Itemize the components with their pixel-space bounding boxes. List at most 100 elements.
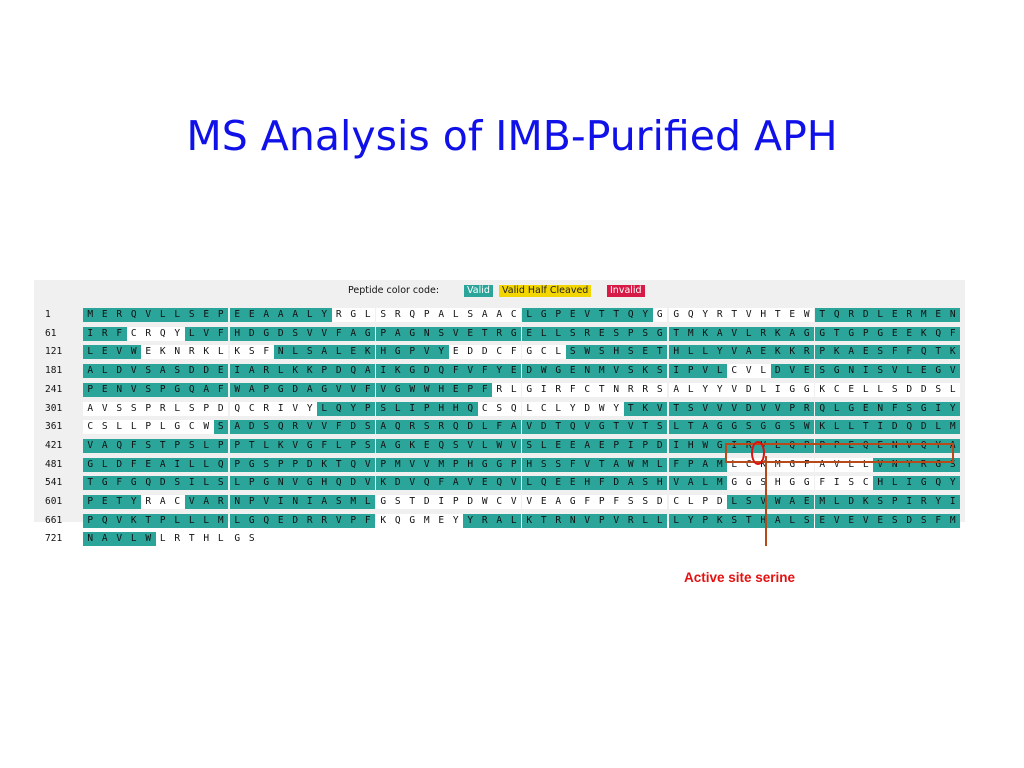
residue-cell: P xyxy=(594,495,609,509)
residue-cell: H xyxy=(756,308,771,322)
residue-cell: E xyxy=(244,308,259,322)
residue-cell: I xyxy=(302,495,317,509)
residue-cell: D xyxy=(463,345,478,360)
residue-cell: D xyxy=(522,364,537,379)
residue-cell: T xyxy=(112,495,127,509)
residue-cell: K xyxy=(945,345,960,360)
residue-cell: F xyxy=(565,382,580,397)
residue-cell: R xyxy=(799,401,814,416)
residue-position-number: 301 xyxy=(45,402,63,414)
residue-cell: V xyxy=(463,476,478,491)
residue-cell: L xyxy=(873,308,888,322)
residue-cell: P xyxy=(155,513,170,528)
residue-cell: L xyxy=(551,326,566,341)
residue-cell: A xyxy=(244,382,259,397)
residue-cell: I xyxy=(945,495,960,509)
residue-cell: V xyxy=(259,495,274,509)
residue-cell: P xyxy=(506,457,521,472)
residue-cell: K xyxy=(376,476,391,491)
residue-cell: L xyxy=(126,532,141,547)
residue-cell: V xyxy=(405,457,420,472)
residue-cell: H xyxy=(609,345,624,360)
residue-cell: A xyxy=(492,513,507,528)
residue-position-number: 601 xyxy=(45,496,63,507)
residue-cell: S xyxy=(623,364,638,379)
residue-cell: F xyxy=(565,457,580,472)
residue-cell: Q xyxy=(112,438,127,453)
residue-cell: R xyxy=(405,420,420,435)
residue-cell: M xyxy=(213,513,228,528)
residue-cell: I xyxy=(873,420,888,435)
residue-cell: V xyxy=(580,308,595,322)
residue-cell: G xyxy=(477,457,492,472)
residue-cell: Q xyxy=(565,420,580,435)
residue-cell: C xyxy=(580,382,595,397)
residue-cell: S xyxy=(184,308,199,322)
residue-cell: L xyxy=(331,345,346,360)
residue-cell: A xyxy=(302,382,317,397)
residue-cell: P xyxy=(213,438,228,453)
residue-cell: R xyxy=(170,532,185,547)
residue-cell: E xyxy=(887,326,902,341)
residue-cell: D xyxy=(155,476,170,491)
residue-cell: G xyxy=(770,420,785,435)
residue-cell: Y xyxy=(170,326,185,341)
residue-cell: P xyxy=(829,438,844,453)
residue-cell: T xyxy=(477,326,492,341)
residue-cell: W xyxy=(492,438,507,453)
residue-cell: V xyxy=(302,326,317,341)
residue-cell: V xyxy=(331,513,346,528)
residue-cell: Y xyxy=(698,308,713,322)
residue-cell: R xyxy=(712,308,727,322)
residue-cell: G xyxy=(727,476,742,491)
residue-cell: Y xyxy=(492,364,507,379)
residue-cell: P xyxy=(551,308,566,322)
residue-cell: G xyxy=(522,345,537,360)
residue-cell: V xyxy=(331,382,346,397)
residue-cell: A xyxy=(669,382,684,397)
residue-cell: C xyxy=(727,364,742,379)
residue-cell: L xyxy=(698,345,713,360)
residue-cell: G xyxy=(741,476,756,491)
residue-cell: S xyxy=(756,476,771,491)
active-site-label: Active site serine xyxy=(684,570,796,585)
residue-cell: A xyxy=(434,308,449,322)
residue-cell: M xyxy=(419,513,434,528)
residue-cell: T xyxy=(184,532,199,547)
residue-cell: C xyxy=(244,401,259,416)
residue-cell: Q xyxy=(419,476,434,491)
residue-cell: L xyxy=(259,438,274,453)
residue-cell: V xyxy=(112,345,127,360)
residue-cell: A xyxy=(623,476,638,491)
residue-cell: L xyxy=(522,308,537,322)
residue-cell: E xyxy=(565,364,580,379)
residue-cell: V xyxy=(698,401,713,416)
residue-cell: E xyxy=(419,438,434,453)
residue-cell: T xyxy=(331,457,346,472)
residue-cell: S xyxy=(360,438,375,453)
residue-cell: S xyxy=(785,420,800,435)
residue-cell: N xyxy=(945,308,960,322)
residue-cell: L xyxy=(522,476,537,491)
residue-cell: R xyxy=(551,382,566,397)
residue-cell: V xyxy=(506,438,521,453)
residue-cell: C xyxy=(492,495,507,509)
residue-cell: L xyxy=(551,345,566,360)
residue-cell: V xyxy=(609,513,624,528)
residue-cell: E xyxy=(230,308,245,322)
residue-cell: Q xyxy=(405,308,420,322)
residue-cell: D xyxy=(887,420,902,435)
residue-cell: K xyxy=(230,345,245,360)
residue-cell: A xyxy=(97,532,112,547)
residue-cell: H xyxy=(770,476,785,491)
residue-cell: L xyxy=(230,513,245,528)
residue-cell: G xyxy=(170,382,185,397)
residue-cell: Q xyxy=(463,401,478,416)
residue-cell: M xyxy=(945,420,960,435)
residue-cell: S xyxy=(916,513,931,528)
residue-cell: K xyxy=(273,438,288,453)
residue-cell: G xyxy=(844,401,859,416)
residue-cell: S xyxy=(565,326,580,341)
residue-cell: V xyxy=(288,476,303,491)
residue-cell: L xyxy=(551,401,566,416)
